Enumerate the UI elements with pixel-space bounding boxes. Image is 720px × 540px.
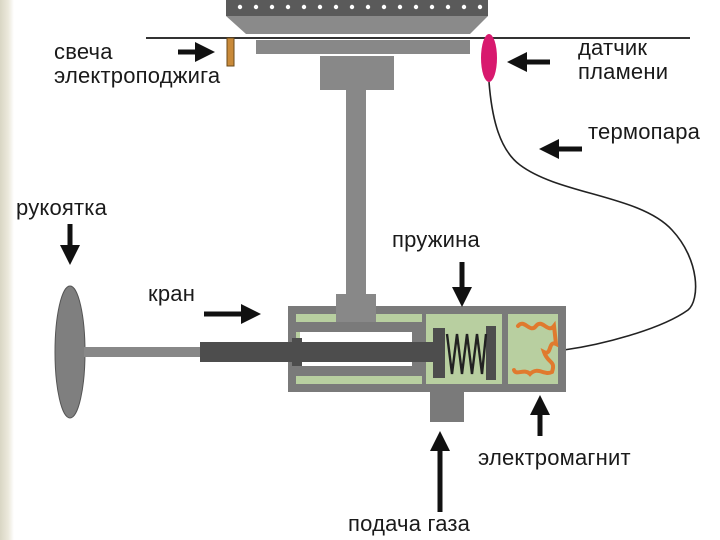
ignition-plug bbox=[226, 37, 235, 67]
handle-label: рукоятка bbox=[16, 195, 108, 220]
flame-sensor-label-line2: пламени bbox=[578, 59, 669, 84]
pipe-connector bbox=[336, 294, 376, 308]
flame-sensor bbox=[481, 34, 497, 82]
flame-sensor-label: датчик пламени bbox=[578, 36, 668, 84]
left-edge-strip bbox=[0, 0, 14, 540]
gas-nozzle-head bbox=[320, 56, 394, 90]
pointer-arrows bbox=[60, 42, 582, 512]
spring-label: пружина bbox=[392, 227, 480, 252]
flame-sensor-label-line1: датчик bbox=[578, 35, 648, 60]
electromagnet-label: электромагнит bbox=[478, 445, 631, 470]
stem-collar bbox=[292, 338, 302, 366]
thermocouple-wire bbox=[488, 81, 697, 351]
thermocouple-label: термопара bbox=[588, 119, 701, 144]
gas-supply-label: подача газа bbox=[348, 511, 471, 536]
gas-inlet bbox=[430, 392, 464, 422]
ignition-label: свеча электроподжига bbox=[54, 40, 220, 88]
ignition-label-line1: свеча bbox=[54, 39, 113, 64]
handle-shaft bbox=[84, 347, 204, 357]
burner-base bbox=[256, 40, 470, 54]
burner bbox=[226, 0, 488, 34]
ignition-label-line2: электроподжига bbox=[54, 63, 221, 88]
valve-label: кран bbox=[148, 281, 196, 306]
spring-assembly bbox=[433, 326, 496, 380]
valve-handle bbox=[54, 285, 86, 419]
electromagnet-coil bbox=[512, 320, 559, 377]
valve-stem bbox=[200, 342, 440, 362]
gas-pipe-vertical bbox=[346, 90, 366, 296]
